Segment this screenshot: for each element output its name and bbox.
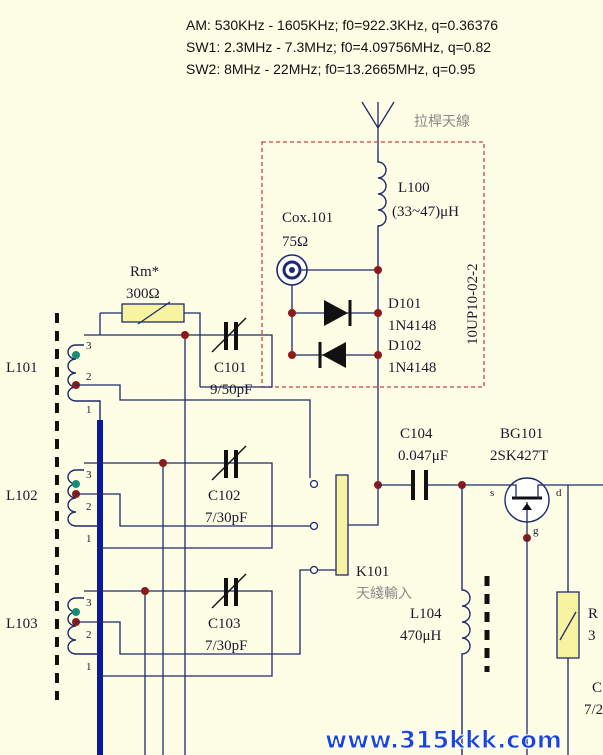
r-partial-name: R bbox=[588, 606, 598, 622]
l103-tap-dot bbox=[72, 608, 80, 616]
c-partial-name: C bbox=[592, 680, 602, 696]
l103-pin2: 2 bbox=[86, 629, 92, 641]
cox101-name: Cox.101 bbox=[282, 210, 333, 226]
watermark: www.315kkk.com bbox=[325, 726, 562, 754]
c104-capacitor bbox=[411, 470, 428, 500]
l103-name: L103 bbox=[6, 616, 38, 632]
l101-tap-dot bbox=[72, 351, 80, 359]
c101-value: 9/50pF bbox=[210, 382, 253, 398]
l102-coil bbox=[67, 469, 100, 527]
l104-value: 470μH bbox=[400, 628, 442, 644]
k101-switch bbox=[309, 474, 349, 576]
bg101-fet bbox=[504, 477, 550, 538]
coax-junction bbox=[374, 266, 382, 274]
k101-label: 天綫輸入 bbox=[356, 586, 412, 602]
c104-value: 0.047μF bbox=[398, 448, 448, 464]
l101-pin3: 3 bbox=[86, 340, 92, 352]
c101-capacitor bbox=[211, 317, 247, 353]
d102-diode bbox=[318, 342, 346, 368]
spec-line-sw2: SW2: 8MHz - 22MHz; f0=13.2665MHz, q=0.95 bbox=[186, 61, 476, 77]
d101-value: 1N4148 bbox=[388, 318, 436, 334]
c104-name: C104 bbox=[400, 426, 433, 442]
cox101-value: 75Ω bbox=[282, 234, 308, 250]
c103-capacitor bbox=[211, 573, 247, 609]
d101-right-junction bbox=[374, 309, 382, 317]
module-boundary bbox=[261, 141, 485, 388]
d102-left-junction bbox=[288, 351, 296, 359]
l102-pin2: 2 bbox=[86, 501, 92, 513]
l100-name: L100 bbox=[398, 180, 430, 196]
d101-left-junction bbox=[288, 309, 296, 317]
l104-coil bbox=[461, 485, 471, 755]
l104-name: L104 bbox=[410, 606, 442, 622]
rm-name: Rm* bbox=[130, 264, 159, 280]
c102-capacitor bbox=[211, 445, 247, 481]
l101-name: L101 bbox=[6, 360, 38, 376]
c101-junction bbox=[181, 331, 189, 339]
spec-line-am: AM: 530KHz - 1605KHz; f0=922.3KHz, q=0.3… bbox=[186, 17, 498, 33]
d102-right-junction bbox=[374, 351, 382, 359]
l101-pin2: 2 bbox=[86, 371, 92, 383]
c-partial-value: 7/2 bbox=[584, 702, 603, 718]
l101-coil bbox=[67, 344, 101, 420]
rm-value: 300Ω bbox=[126, 286, 160, 302]
r-partial-value: 3 bbox=[588, 628, 596, 644]
l100-value: (33~47)μH bbox=[392, 204, 459, 220]
antenna-symbol bbox=[361, 101, 395, 150]
l100-coil bbox=[377, 150, 387, 270]
bg101-pin-s: s bbox=[490, 487, 494, 499]
c103-name: C103 bbox=[208, 616, 241, 632]
l103-pin1: 1 bbox=[86, 661, 92, 673]
d101-name: D101 bbox=[388, 296, 421, 312]
k101-name: K101 bbox=[356, 564, 389, 580]
module-label: 10UP10-02-2 bbox=[465, 263, 481, 345]
d102-name: D102 bbox=[388, 338, 421, 354]
c103-junction bbox=[141, 587, 149, 595]
antenna-label: 拉桿天線 bbox=[414, 114, 470, 130]
bg101-pin-d: d bbox=[556, 487, 562, 499]
bg101-value: 2SK427T bbox=[490, 448, 548, 464]
l102-name: L102 bbox=[6, 488, 38, 504]
d102-value: 1N4148 bbox=[388, 360, 436, 376]
c101-name: C101 bbox=[214, 360, 247, 376]
bg101-pin-g: g bbox=[533, 525, 539, 537]
bg101-name: BG101 bbox=[500, 426, 543, 442]
d101-diode bbox=[324, 300, 352, 326]
l102-pin3: 3 bbox=[86, 469, 92, 481]
l102-tap-dot bbox=[72, 480, 80, 488]
c102-value: 7/30pF bbox=[205, 510, 248, 526]
l102-pin1: 1 bbox=[86, 533, 92, 545]
l103-pin3: 3 bbox=[86, 597, 92, 609]
c102-name: C102 bbox=[208, 488, 241, 504]
l101-pin1: 1 bbox=[86, 404, 92, 416]
spec-line-sw1: SW1: 2.3MHz - 7.3MHz; f0=4.09756MHz, q=0… bbox=[186, 39, 491, 55]
l103-coil bbox=[67, 597, 100, 655]
c103-value: 7/30pF bbox=[205, 638, 248, 654]
c102-junction bbox=[159, 459, 167, 467]
